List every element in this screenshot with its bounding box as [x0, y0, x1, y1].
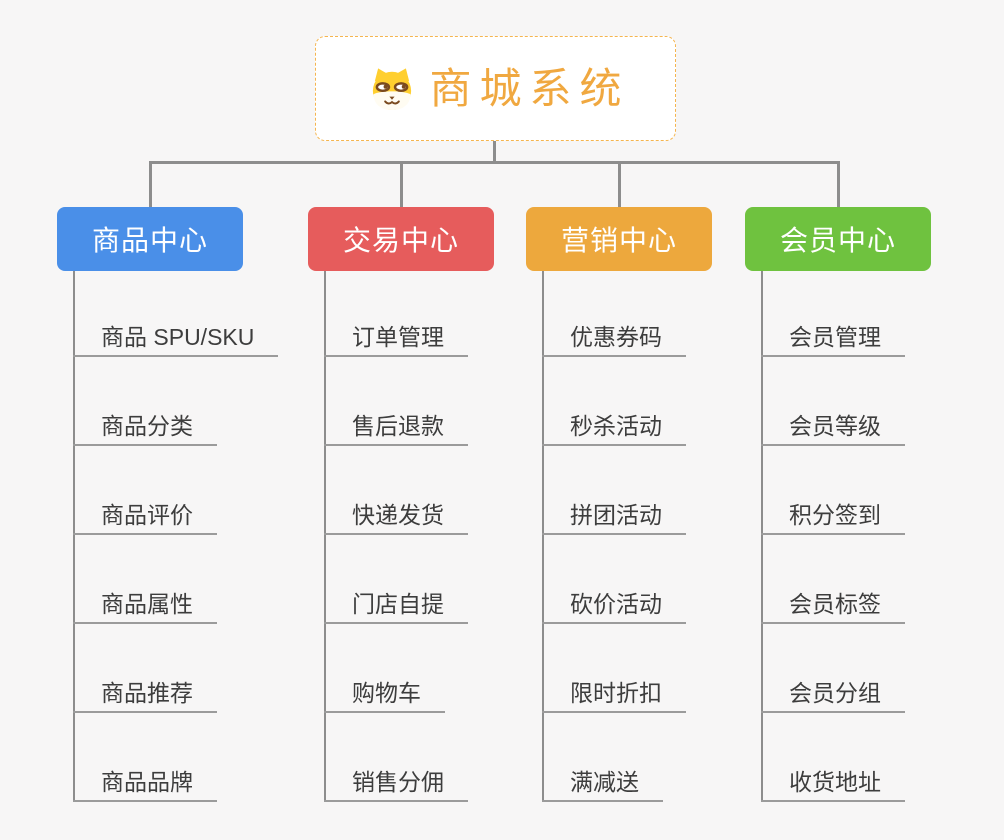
leaf-label: 商品属性 — [101, 590, 193, 617]
leaf-label: 快递发货 — [352, 501, 444, 528]
leaf-node-marketing-center-2[interactable]: 拼团活动 — [542, 488, 686, 535]
branch-node-trade-center[interactable]: 交易中心 — [308, 207, 494, 271]
leaf-node-trade-center-5[interactable]: 销售分佣 — [324, 755, 468, 802]
connector-branch-stub — [617, 161, 621, 207]
leaf-label: 积分签到 — [789, 501, 881, 528]
leaf-node-marketing-center-4[interactable]: 限时折扣 — [542, 666, 686, 713]
leaf-label: 销售分佣 — [352, 768, 444, 795]
connector-branch-stub — [148, 161, 152, 207]
leaf-node-member-center-4[interactable]: 会员分组 — [761, 666, 905, 713]
root-node[interactable]: 商城系统 — [315, 36, 676, 141]
leaf-label: 售后退款 — [352, 412, 444, 439]
leaf-node-product-center-2[interactable]: 商品评价 — [73, 488, 217, 535]
leaf-label: 订单管理 — [352, 323, 444, 350]
branch-label: 会员中心 — [779, 225, 896, 256]
branch-node-member-center[interactable]: 会员中心 — [745, 207, 931, 271]
leaf-label: 商品品牌 — [101, 768, 193, 795]
leaf-node-marketing-center-5[interactable]: 满减送 — [542, 755, 663, 802]
leaf-node-member-center-3[interactable]: 会员标签 — [761, 577, 905, 624]
leaf-node-product-center-4[interactable]: 商品推荐 — [73, 666, 217, 713]
leaf-node-trade-center-3[interactable]: 门店自提 — [324, 577, 468, 624]
connector-branch-stub — [836, 161, 840, 207]
leaf-node-product-center-0[interactable]: 商品 SPU/SKU — [73, 310, 279, 357]
connector-branch-stub — [399, 161, 403, 207]
leaf-label: 门店自提 — [352, 590, 444, 617]
leaf-label: 会员管理 — [789, 323, 881, 350]
leaf-node-marketing-center-3[interactable]: 砍价活动 — [542, 577, 686, 624]
leaf-node-trade-center-4[interactable]: 购物车 — [324, 666, 445, 713]
leaf-label: 砍价活动 — [570, 590, 662, 617]
leaf-node-member-center-2[interactable]: 积分签到 — [761, 488, 905, 535]
root-label: 商城系统 — [429, 64, 630, 112]
leaf-node-trade-center-1[interactable]: 售后退款 — [324, 399, 468, 446]
leaf-label: 商品 SPU/SKU — [101, 323, 255, 350]
leaf-node-marketing-center-0[interactable]: 优惠券码 — [542, 310, 686, 357]
leaf-label: 会员等级 — [789, 412, 881, 439]
leaf-node-member-center-0[interactable]: 会员管理 — [761, 310, 905, 357]
connector-bus — [148, 161, 840, 164]
leaf-label: 限时折扣 — [570, 679, 662, 706]
branch-trunk-line — [542, 271, 544, 802]
branch-label: 交易中心 — [342, 225, 459, 256]
leaf-node-product-center-1[interactable]: 商品分类 — [73, 399, 217, 446]
branch-trunk-line — [761, 271, 763, 802]
branch-label: 营销中心 — [560, 225, 677, 256]
leaf-label: 购物车 — [352, 679, 421, 706]
leaf-label: 会员标签 — [789, 590, 881, 617]
leaf-label: 秒杀活动 — [570, 412, 662, 439]
leaf-node-trade-center-0[interactable]: 订单管理 — [324, 310, 468, 357]
leaf-label: 商品评价 — [101, 501, 193, 528]
leaf-node-member-center-5[interactable]: 收货地址 — [761, 755, 905, 802]
branch-trunk-line — [324, 271, 326, 802]
leaf-node-product-center-3[interactable]: 商品属性 — [73, 577, 217, 624]
leaf-label: 商品推荐 — [101, 679, 193, 706]
dog-face-icon — [369, 67, 415, 111]
branch-node-product-center[interactable]: 商品中心 — [57, 207, 243, 271]
branch-label: 商品中心 — [91, 225, 208, 256]
leaf-label: 优惠券码 — [570, 323, 662, 350]
leaf-label: 会员分组 — [789, 679, 881, 706]
leaf-node-trade-center-2[interactable]: 快递发货 — [324, 488, 468, 535]
leaf-label: 收货地址 — [789, 768, 881, 795]
branch-node-marketing-center[interactable]: 营销中心 — [526, 207, 712, 271]
branch-trunk-line — [73, 271, 75, 802]
leaf-node-member-center-1[interactable]: 会员等级 — [761, 399, 905, 446]
leaf-node-marketing-center-1[interactable]: 秒杀活动 — [542, 399, 686, 446]
leaf-node-product-center-5[interactable]: 商品品牌 — [73, 755, 217, 802]
leaf-label: 商品分类 — [101, 412, 193, 439]
connector-root-stub — [493, 141, 496, 164]
leaf-label: 满减送 — [570, 768, 639, 795]
leaf-label: 拼团活动 — [570, 501, 662, 528]
